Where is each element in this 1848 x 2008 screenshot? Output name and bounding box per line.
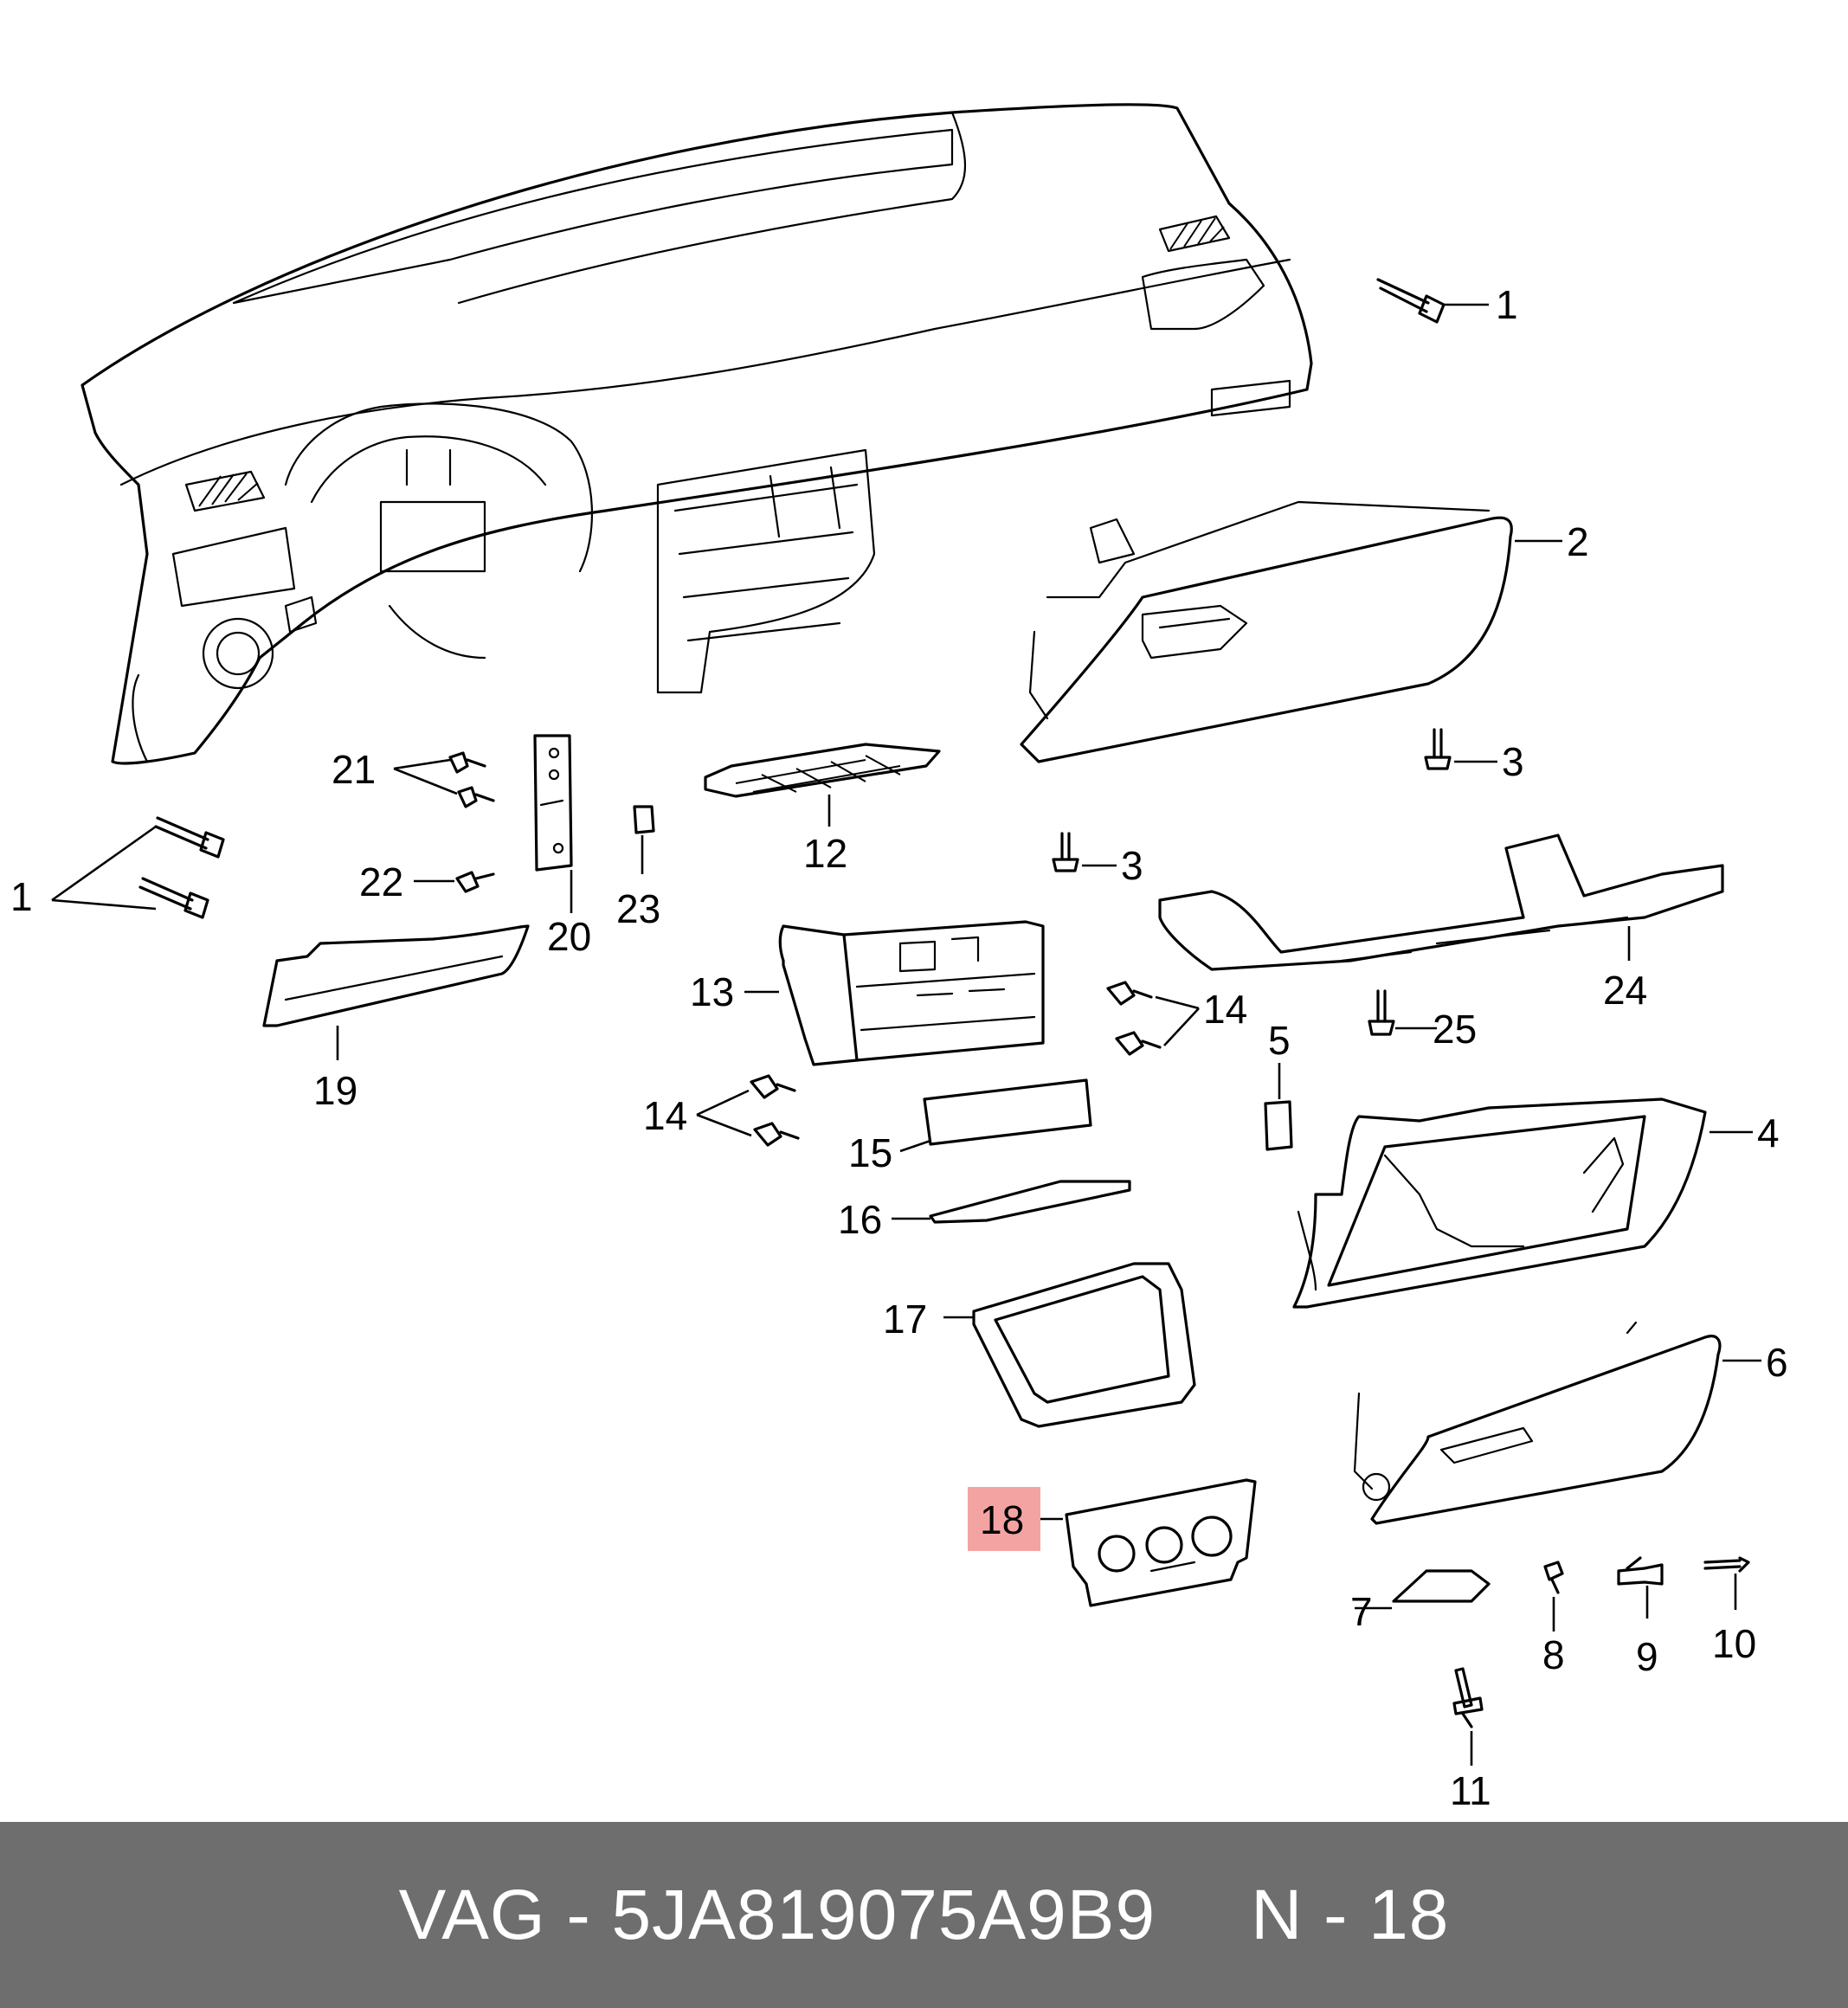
callout-18-highlight xyxy=(968,1487,1040,1551)
part-number-footer: VAG - 5JA819075A9B9 N - 18 xyxy=(0,1822,1848,2008)
part-12-tray xyxy=(704,743,941,798)
part-8-push-pin xyxy=(1543,1561,1564,1594)
callout-13: 13 xyxy=(690,969,734,1014)
callout-4: 4 xyxy=(1757,1110,1780,1155)
callout-22: 22 xyxy=(359,859,403,904)
callout-3-lower: 3 xyxy=(1121,843,1143,888)
callout-15: 15 xyxy=(848,1130,892,1175)
callout-25: 25 xyxy=(1433,1007,1477,1052)
part-11-stud xyxy=(1452,1667,1484,1728)
part-24-cross-bracket xyxy=(1158,833,1724,971)
part-16-trim-strip xyxy=(929,1180,1131,1224)
part-4-glovebox-housing xyxy=(1292,1097,1707,1309)
part-14-screws-right xyxy=(1106,981,1162,1056)
part-1-bolts-lower xyxy=(138,816,225,919)
callout-11: 11 xyxy=(1450,1768,1491,1813)
part-1-bolt-upper xyxy=(1376,278,1446,324)
callout-8: 8 xyxy=(1542,1632,1565,1677)
callout-1-lower: 1 xyxy=(10,874,33,919)
callout-17: 17 xyxy=(883,1297,927,1342)
part-19-lower-trim xyxy=(262,924,530,1027)
callout-14-left: 14 xyxy=(643,1093,687,1138)
part-5-small-block xyxy=(1264,1100,1293,1151)
callout-6: 6 xyxy=(1766,1340,1788,1385)
part-25-bolt xyxy=(1368,989,1395,1036)
part-20-bracket xyxy=(533,734,573,872)
part-7-clip xyxy=(1392,1569,1491,1603)
part-9-expansion-rivet xyxy=(1617,1556,1664,1586)
part-number-label: VAG - 5JA819075A9B9 xyxy=(398,1875,1156,1954)
callout-10: 10 xyxy=(1712,1621,1756,1666)
vent-right xyxy=(1158,215,1231,253)
callout-9: 9 xyxy=(1636,1634,1658,1679)
part-6-glovebox-lid xyxy=(1353,1321,1722,1525)
vent-left xyxy=(184,470,266,512)
callout-1-upper: 1 xyxy=(1496,282,1518,327)
callout-7: 7 xyxy=(1350,1589,1373,1634)
callout-20: 20 xyxy=(547,914,591,959)
part-14-screws-left xyxy=(750,1074,800,1147)
part-23-clip xyxy=(633,805,655,834)
diagram-position-label: N - 18 xyxy=(1251,1875,1450,1954)
callout-21: 21 xyxy=(332,747,376,792)
part-22-screw xyxy=(455,871,495,893)
part-18-climate-control-panel xyxy=(1065,1478,1257,1607)
callout-23: 23 xyxy=(616,886,660,931)
callout-2: 2 xyxy=(1567,519,1589,564)
part-10-pin xyxy=(1703,1556,1750,1573)
exploded-parts-diagram: 1 2 3 3 21 22 20 23 1 12 24 25 13 14 19 … xyxy=(10,103,1788,1813)
callout-3-upper: 3 xyxy=(1502,739,1524,784)
callout-14-right: 14 xyxy=(1203,987,1247,1032)
callout-19: 19 xyxy=(313,1068,357,1113)
part-17-bezel xyxy=(972,1262,1196,1428)
callout-5: 5 xyxy=(1268,1018,1291,1063)
dashboard-panel xyxy=(80,103,1313,765)
part-15-insert-panel xyxy=(923,1078,1092,1146)
callout-24: 24 xyxy=(1603,968,1647,1013)
callout-16: 16 xyxy=(838,1197,882,1242)
callout-18: 18 xyxy=(980,1497,1024,1542)
part-2-glovebox-frame xyxy=(1020,500,1513,763)
part-3-screw-a xyxy=(1424,728,1452,770)
callout-12: 12 xyxy=(803,831,847,876)
part-13-center-housing xyxy=(778,920,1045,1066)
part-21-screws xyxy=(448,751,495,808)
part-3-screw-b xyxy=(1052,832,1079,872)
